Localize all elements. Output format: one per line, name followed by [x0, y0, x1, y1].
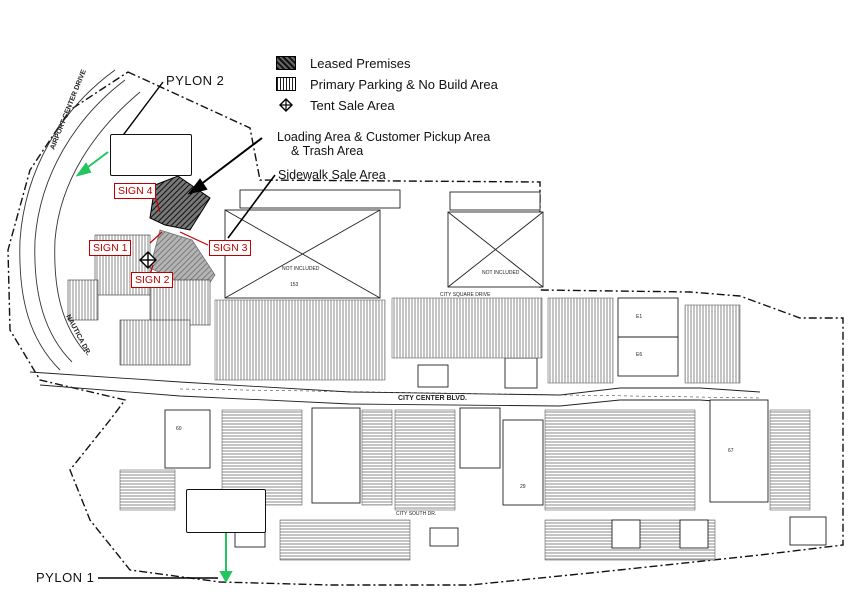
legend-tent: Tent Sale Area	[276, 96, 395, 114]
leased-swatch	[276, 56, 296, 70]
loading-area-line2: & Trash Area	[291, 144, 364, 158]
not-included-label-1: NOT INCLUDED	[282, 266, 320, 272]
loading-area-line1: Loading Area & Customer Pickup Area	[277, 130, 491, 144]
upper-buildings	[224, 189, 679, 389]
sign-3-label: SIGN 3	[209, 240, 252, 256]
loading-area-pointer	[187, 137, 263, 195]
airport-center-drive	[19, 69, 141, 371]
legend-parking-label: Primary Parking & No Build Area	[310, 76, 498, 92]
number-29-label: 29	[520, 484, 526, 490]
legend-leased-label: Leased Premises	[310, 55, 411, 71]
number-e1-label: E1	[636, 314, 642, 320]
city-center-blvd-label: CITY CENTER BLVD.	[398, 395, 467, 402]
loading-area-callout: Loading Area & Customer Pickup Area & Tr…	[277, 130, 490, 158]
pylon-2-box	[110, 134, 192, 176]
pylon-arrows	[75, 151, 233, 584]
city-square-drive-label: CITY SQUARE DRIVE	[440, 292, 491, 298]
parking-swatch	[276, 77, 296, 91]
city-south-dr-label: CITY SOUTH DR.	[396, 511, 436, 517]
airport-center-drive-label: AIRPORT CENTER DRIVE	[49, 68, 88, 150]
legend-parking: Primary Parking & No Build Area	[276, 75, 498, 93]
city-center-blvd-road	[29, 371, 761, 407]
sidewalk-sale-callout: Sidewalk Sale Area	[278, 168, 386, 182]
not-included-label-2: NOT INCLUDED	[482, 270, 520, 276]
pylon-pointer-lines	[98, 81, 218, 579]
number-67-label: 67	[728, 448, 734, 454]
pylon-1-label: PYLON 1	[36, 570, 95, 585]
tent-icon	[276, 98, 296, 112]
number-e6-label: E6	[636, 352, 642, 358]
number-153-label: 153	[290, 282, 299, 288]
tent-sale-marker	[139, 251, 157, 269]
number-60-label: 60	[176, 426, 182, 432]
parking-lots	[119, 297, 811, 561]
pylon-2-label: PYLON 2	[166, 73, 225, 88]
lower-buildings	[164, 399, 827, 549]
legend-tent-label: Tent Sale Area	[310, 97, 395, 113]
sign-2-label: SIGN 2	[131, 272, 174, 288]
sign-1-label: SIGN 1	[89, 240, 132, 256]
sidewalk-sale-pointer	[227, 174, 276, 239]
legend-leased: Leased Premises	[276, 54, 410, 72]
sign-4-label: SIGN 4	[114, 183, 157, 199]
pylon-1-box	[186, 489, 266, 533]
site-boundary	[7, 71, 844, 586]
